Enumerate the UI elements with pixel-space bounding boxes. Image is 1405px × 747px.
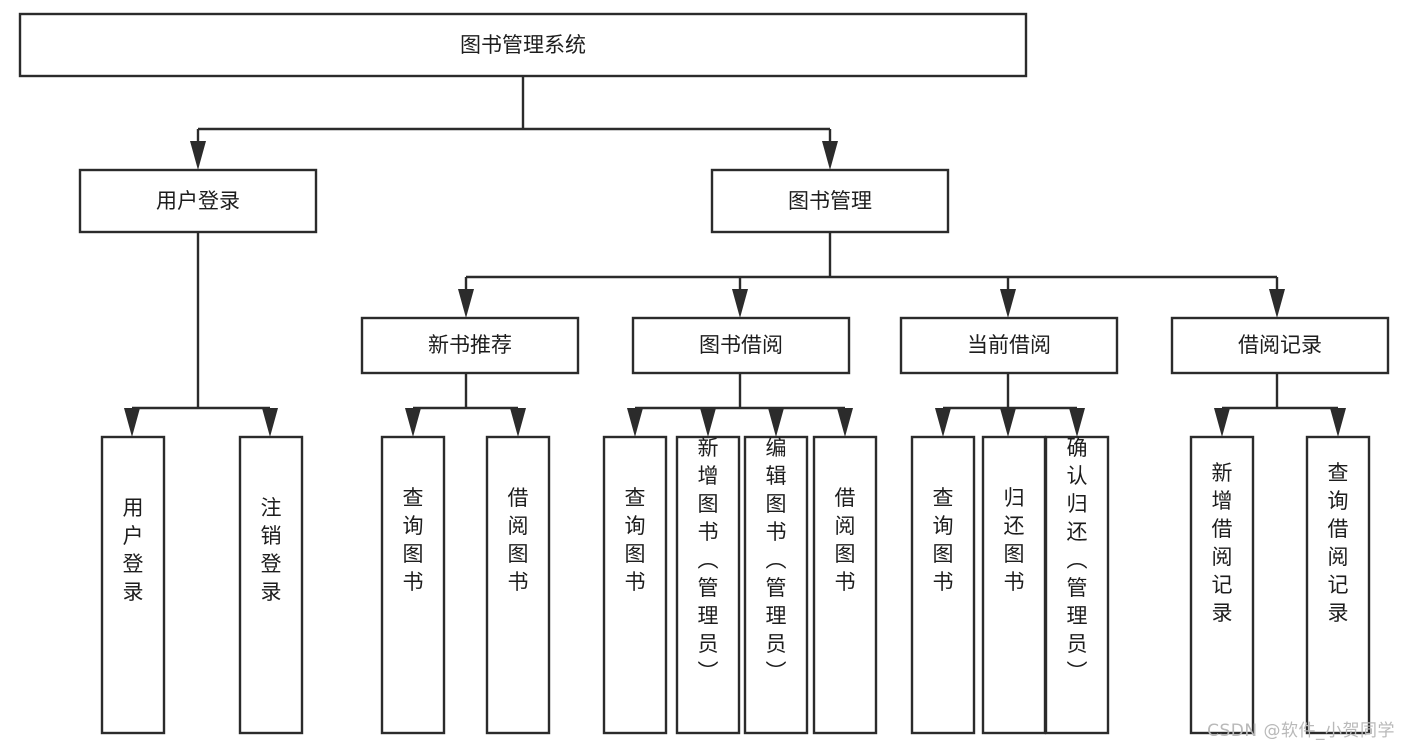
arrowhead-currentborrow-leaf-2 [1000,408,1016,437]
node-root[interactable]: 图书管理系统 [18,12,1028,78]
arrowhead-borrow-records [1269,289,1285,318]
leaf-borrow-records-query-box[interactable] [1305,435,1371,735]
leaf-book-borrow-edit[interactable]: 编辑图书︵管理员︶ [743,435,809,735]
leaf-book-borrow-query[interactable]: 查询图书 [602,435,668,735]
node-book-borrow-label: 图书借阅 [699,333,783,357]
node-root-label: 图书管理系统 [460,33,586,57]
node-user-login[interactable]: 用户登录 [78,168,318,234]
leaf-book-borrow-add[interactable]: 新增图书︵管理员︶ [675,435,741,735]
leaf-current-borrow-query[interactable]: 查询图书 [910,435,976,735]
arrowhead-newbook-leaf-1 [405,408,421,437]
node-new-book-recommend-label: 新书推荐 [428,333,512,357]
node-book-management-box[interactable] [710,168,950,234]
node-user-login-box[interactable] [78,168,318,234]
leaf-book-borrow-edit-label: 编辑图书︵管理员︶ [766,436,787,684]
leaf-book-borrow-edit-box[interactable] [743,435,809,735]
leaf-book-borrow-query-box[interactable] [602,435,668,735]
leaf-user-login-logout[interactable]: 注销登录 [238,435,304,735]
leaf-current-borrow-query-box[interactable] [910,435,976,735]
node-book-borrow[interactable]: 图书借阅 [631,316,851,375]
leaf-new-book-borrow-label: 借阅图书 [508,486,529,594]
node-borrow-records[interactable]: 借阅记录 [1170,316,1390,375]
leaf-user-login-logout-box[interactable] [238,435,304,735]
leaf-book-borrow-borrow[interactable]: 借阅图书 [812,435,878,735]
arrowhead-currentborrow-leaf-1 [935,408,951,437]
leaf-new-book-query-box[interactable] [380,435,446,735]
arrowhead-new-book-rec [458,289,474,318]
arrowhead-newbook-leaf-2 [510,408,526,437]
arrowhead-borrowrecords-leaf-2 [1330,408,1346,437]
arrowhead-book-borrow [732,289,748,318]
node-borrow-records-label: 借阅记录 [1238,333,1322,357]
arrowhead-bookborrow-leaf-1 [627,408,643,437]
leaf-borrow-records-query-label: 查询借阅记录 [1328,461,1349,625]
node-root-box[interactable] [18,12,1028,78]
leaf-user-login-login-label: 用户登录 [123,496,144,604]
leaf-new-book-query[interactable]: 查询图书 [380,435,446,735]
leaf-current-borrow-confirm-box[interactable] [1044,435,1110,735]
leaf-new-book-borrow[interactable]: 借阅图书 [485,435,551,735]
node-borrow-records-box[interactable] [1170,316,1390,375]
leaf-current-borrow-confirm[interactable]: 确认归还︵管理员︶ [1044,435,1110,735]
arrowhead-leaf-logout [262,408,278,437]
leaf-user-login-login-box[interactable] [100,435,166,735]
leaf-user-login-logout-label: 注销登录 [261,496,282,604]
arrowhead-borrowrecords-leaf-1 [1214,408,1230,437]
leaf-borrow-records-add-box[interactable] [1189,435,1255,735]
node-current-borrow[interactable]: 当前借阅 [899,316,1119,375]
leaf-current-borrow-return[interactable]: 归还图书 [981,435,1047,735]
arrowhead-current-borrow [1000,289,1016,318]
leaf-current-borrow-confirm-label: 确认归还︵管理员︶ [1067,436,1088,684]
leaf-borrow-records-add-label: 新增借阅记录 [1212,461,1233,625]
csdn-watermark: CSDN @软件_小贺同学 [1207,721,1395,741]
leaf-borrow-records-query[interactable]: 查询借阅记录 [1305,435,1371,735]
leaf-book-borrow-query-label: 查询图书 [625,486,646,594]
node-new-book-recommend-box[interactable] [360,316,580,375]
leaf-book-borrow-add-label: 新增图书︵管理员︶ [698,436,719,684]
arrowhead-bookborrow-leaf-4 [837,408,853,437]
leaf-book-borrow-borrow-box[interactable] [812,435,878,735]
arrowhead-user-login [190,141,206,170]
leaf-new-book-query-label: 查询图书 [403,486,424,594]
node-new-book-recommend[interactable]: 新书推荐 [360,316,580,375]
leaf-current-borrow-return-box[interactable] [981,435,1047,735]
arrowhead-currentborrow-leaf-3 [1069,408,1085,437]
node-book-management[interactable]: 图书管理 [710,168,950,234]
node-user-login-label: 用户登录 [156,189,240,213]
arrowhead-book-manage [822,141,838,170]
node-current-borrow-box[interactable] [899,316,1119,375]
leaf-new-book-borrow-box[interactable] [485,435,551,735]
leaf-book-borrow-add-box[interactable] [675,435,741,735]
arrowhead-leaf-user-login [124,408,140,437]
connector-layer [124,76,1346,437]
leaf-user-login-login[interactable]: 用户登录 [100,435,166,735]
leaf-current-borrow-query-label: 查询图书 [933,486,954,594]
arrowhead-bookborrow-leaf-2 [700,408,716,437]
leaf-book-borrow-borrow-label: 借阅图书 [835,486,856,594]
node-book-management-label: 图书管理 [788,189,872,213]
arrowhead-bookborrow-leaf-3 [768,408,784,437]
node-current-borrow-label: 当前借阅 [967,333,1051,357]
leaf-borrow-records-add[interactable]: 新增借阅记录 [1189,435,1255,735]
leaf-current-borrow-return-label: 归还图书 [1004,486,1025,594]
node-book-borrow-box[interactable] [631,316,851,375]
